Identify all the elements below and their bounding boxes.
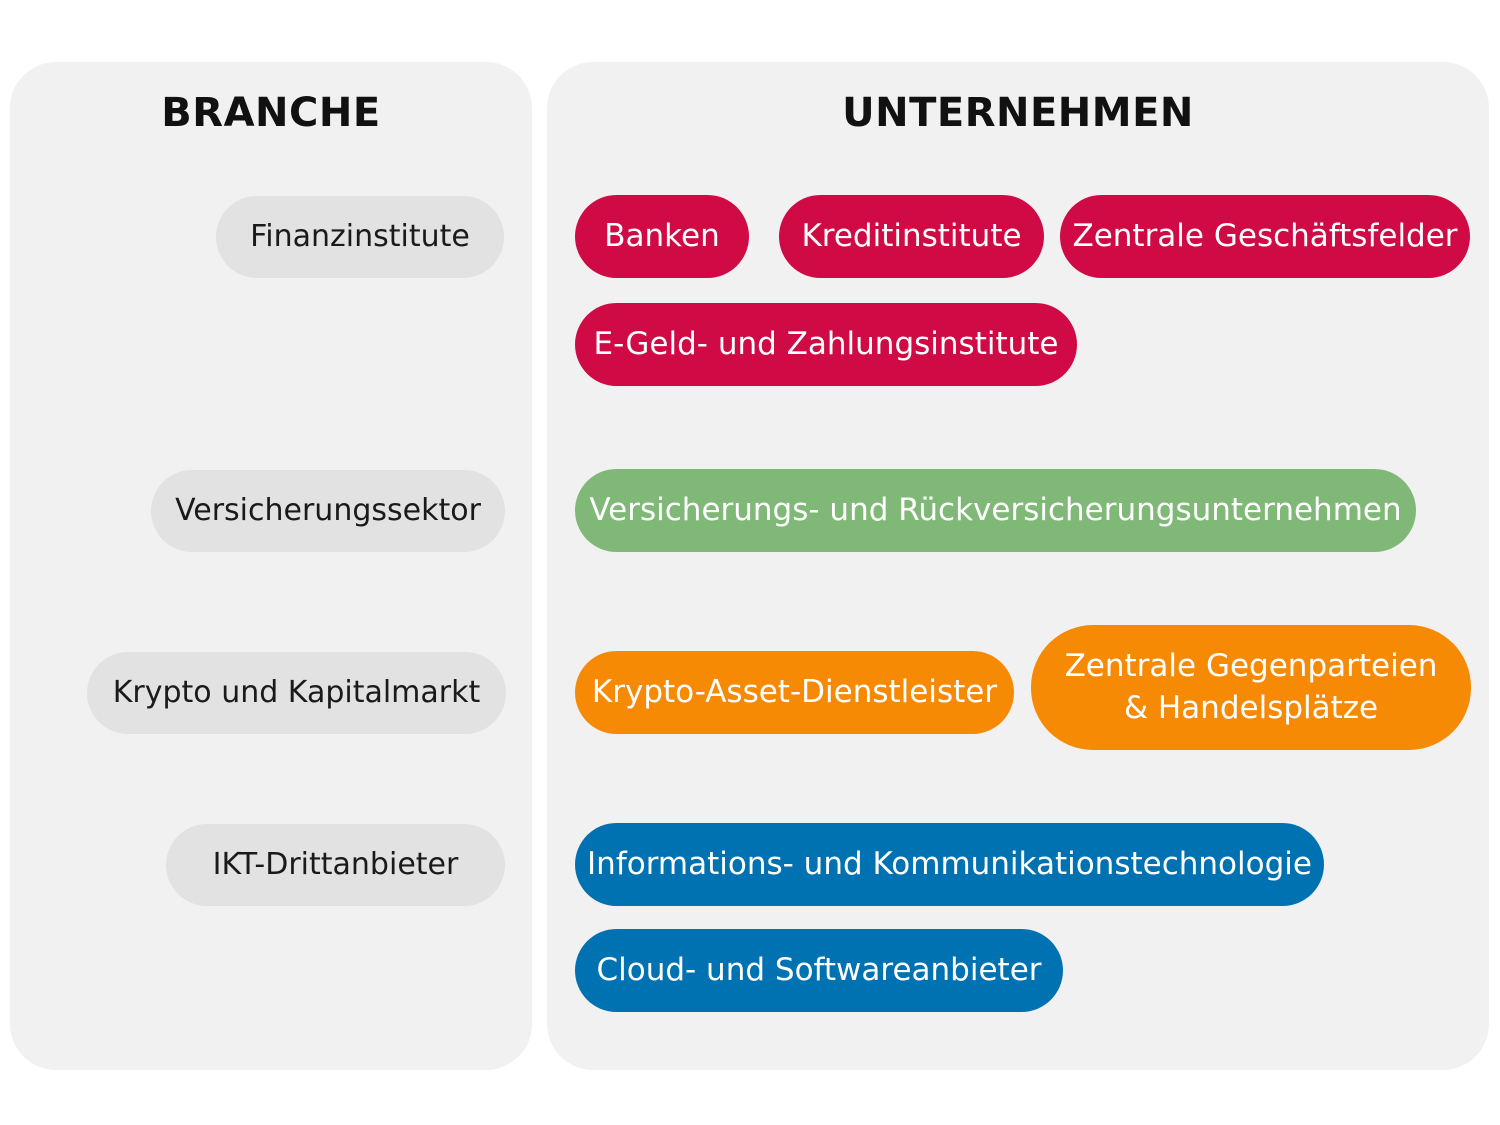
company-kreditinstitute: Kreditinstitute — [779, 195, 1044, 278]
company-gegenparteien-line2: & Handelsplätze — [1123, 689, 1379, 726]
company-zentrale-geschaeftsfelder-label: Zentrale Geschäftsfelder — [1072, 217, 1458, 254]
sector-ikt: IKT-Drittanbieter — [166, 824, 505, 906]
company-ikt-technologie-label: Informations- und Kommunikationstechnolo… — [587, 845, 1312, 882]
company-krypto-asset-dienstleister: Krypto-Asset-Dienstleister — [575, 651, 1014, 734]
company-versicherungsunternehmen: Versicherungs- und Rückversicherungsunte… — [575, 469, 1416, 552]
company-zentrale-gegenparteien: Zentrale Gegenparteien & Handelsplätze — [1031, 625, 1471, 750]
company-zentrale-geschaeftsfelder: Zentrale Geschäftsfelder — [1060, 195, 1470, 278]
company-krypto-asset-label: Krypto-Asset-Dienstleister — [591, 673, 998, 710]
company-versicherungen-label: Versicherungs- und Rückversicherungsunte… — [589, 491, 1402, 528]
sector-ikt-label: IKT-Drittanbieter — [212, 846, 459, 882]
sector-versicherungssektor-label: Versicherungssektor — [175, 492, 481, 528]
sector-krypto-label: Krypto und Kapitalmarkt — [112, 674, 481, 710]
company-kreditinstitute-label: Kreditinstitute — [801, 217, 1022, 254]
company-banken: Banken — [575, 195, 749, 278]
sector-finanzinstitute-label: Finanzinstitute — [250, 218, 470, 254]
company-egeld-label: E-Geld- und Zahlungsinstitute — [593, 325, 1059, 362]
company-cloud-softwareanbieter: Cloud- und Softwareanbieter — [575, 929, 1063, 1012]
company-egeld-zahlungsinstitute: E-Geld- und Zahlungsinstitute — [575, 303, 1077, 386]
company-gegenparteien-line1: Zentrale Gegenparteien — [1064, 647, 1438, 684]
sector-finanzinstitute: Finanzinstitute — [216, 196, 504, 278]
company-ikt-technologie: Informations- und Kommunikationstechnolo… — [575, 823, 1324, 906]
company-cloud-label: Cloud- und Softwareanbieter — [596, 951, 1042, 988]
company-banken-label: Banken — [604, 217, 720, 254]
sector-krypto: Krypto und Kapitalmarkt — [87, 652, 506, 734]
sector-versicherungssektor: Versicherungssektor — [151, 470, 505, 552]
unternehmen-heading: UNTERNEHMEN — [842, 90, 1194, 136]
branche-heading: BRANCHE — [161, 90, 381, 136]
